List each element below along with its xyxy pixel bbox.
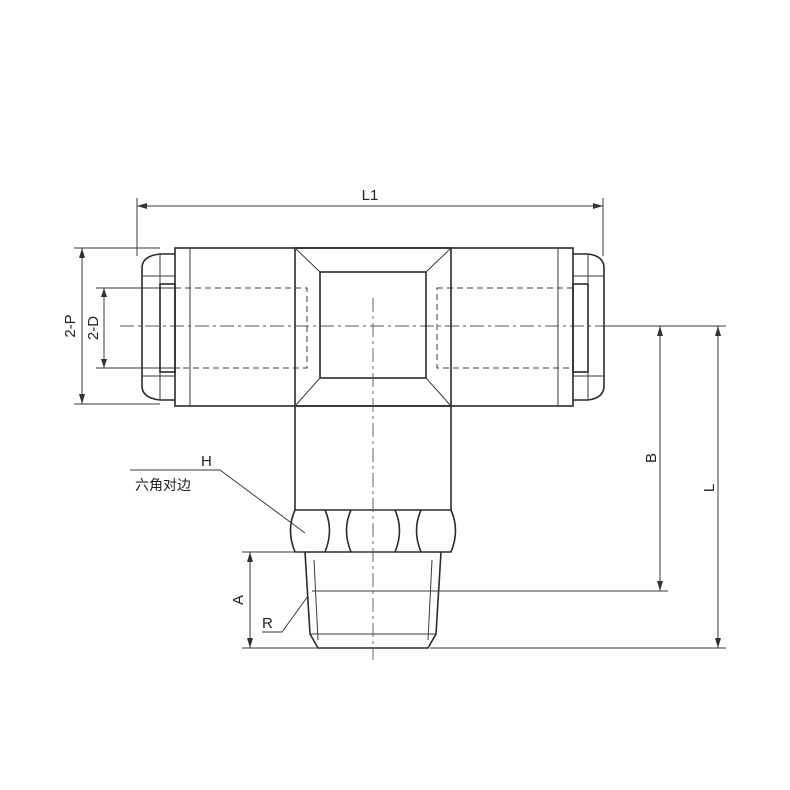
right-collet bbox=[572, 253, 605, 401]
callout-r: R bbox=[262, 595, 309, 633]
label-2d: 2-D bbox=[85, 316, 102, 340]
label-l: L bbox=[701, 484, 718, 492]
label-hex-across-flats: 六角对边 bbox=[135, 478, 191, 494]
dimension-2d: 2-D bbox=[85, 287, 180, 369]
left-collet bbox=[141, 253, 176, 401]
dimension-a: A bbox=[230, 551, 318, 649]
dimension-l1: L1 bbox=[136, 187, 604, 256]
dimension-l: L bbox=[430, 325, 726, 649]
label-2p: 2-P bbox=[62, 314, 79, 337]
label-a: A bbox=[230, 595, 247, 605]
label-r: R bbox=[262, 615, 273, 632]
callout-h: H 六角对边 bbox=[130, 453, 306, 534]
label-h: H bbox=[201, 453, 212, 470]
label-b: B bbox=[643, 453, 660, 463]
label-l1: L1 bbox=[362, 187, 379, 204]
dimension-2p: 2-P bbox=[62, 247, 160, 405]
stem bbox=[294, 406, 452, 510]
fitting-body bbox=[174, 247, 574, 407]
